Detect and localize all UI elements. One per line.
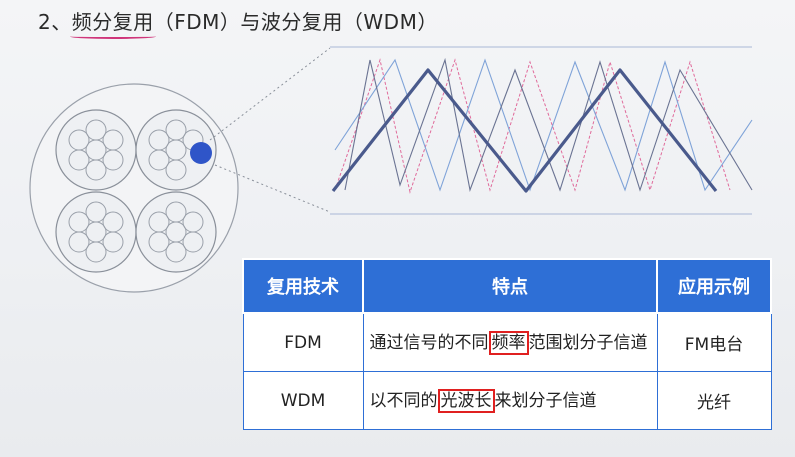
wave-panel	[330, 46, 753, 215]
title-highlight: 频分复用	[69, 6, 156, 39]
page-title: 2、频分复用（FDM）与波分复用（WDM）	[38, 6, 438, 39]
cell-tech: WDM	[242, 371, 364, 430]
cell-example: 光纤	[656, 371, 772, 430]
title-rest: （FDM）与波分复用（WDM）	[153, 10, 438, 34]
zoom-lines	[209, 47, 331, 213]
highlight-box: 光波长	[437, 388, 495, 413]
feature-text: 来划分子信道	[494, 390, 597, 411]
feature-text: 通过信号的不同	[369, 332, 489, 353]
highlight-box: 频率	[488, 330, 529, 355]
table-header-row: 复用技术 特点 应用示例	[242, 258, 772, 314]
selected-fiber-dot	[190, 142, 212, 164]
comparison-table: 复用技术 特点 应用示例 FDM 通过信号的不同频率范围划分子信道 FM电台 W…	[242, 258, 772, 430]
table-row-wdm: WDM 以不同的光波长来划分子信道 光纤	[242, 371, 772, 430]
title-prefix: 2、	[38, 10, 72, 34]
cell-tech: FDM	[242, 312, 364, 373]
table-row-fdm: FDM 通过信号的不同频率范围划分子信道 FM电台	[242, 312, 772, 373]
cell-feature: 通过信号的不同频率范围划分子信道	[362, 312, 658, 373]
cell-example: FM电台	[656, 312, 772, 373]
cable-cross-section	[29, 83, 239, 293]
header-feature: 特点	[362, 258, 658, 314]
feature-text: 以不同的	[369, 390, 438, 411]
header-example: 应用示例	[656, 258, 772, 314]
header-tech: 复用技术	[242, 258, 364, 314]
cell-feature: 以不同的光波长来划分子信道	[362, 371, 658, 430]
feature-text: 范围划分子信道	[528, 332, 648, 353]
